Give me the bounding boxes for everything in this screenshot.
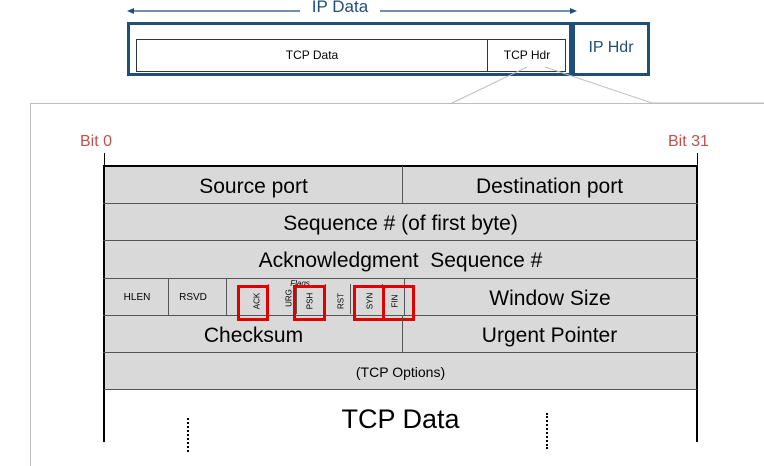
tcp-hdr-divider bbox=[487, 39, 488, 72]
tcp-hdr-label: TCP Hdr bbox=[503, 48, 551, 62]
dotted-line-left bbox=[187, 418, 189, 452]
field-divider bbox=[168, 279, 169, 315]
sequence-number-field: Sequence # (of first byte) bbox=[283, 212, 518, 235]
hlen-field: HLEN bbox=[123, 292, 151, 303]
bit-31-tick bbox=[697, 153, 698, 165]
flag-divider bbox=[296, 284, 297, 314]
ip-data-label: IP Data bbox=[300, 0, 380, 17]
flag-rst: RST bbox=[336, 293, 346, 309]
ack-highlight bbox=[237, 285, 269, 321]
ip-hdr-box bbox=[572, 22, 650, 76]
window-size-field: Window Size bbox=[489, 287, 611, 310]
row-divider bbox=[103, 315, 698, 316]
bit-0-label: Bit 0 bbox=[80, 133, 113, 150]
acknowledgment-field: Acknowledgment Sequence # bbox=[258, 249, 543, 272]
zoom-callout-lines bbox=[451, 66, 764, 104]
psh-highlight bbox=[293, 285, 326, 321]
source-port-field: Source port bbox=[199, 175, 308, 198]
zoom-panel bbox=[30, 103, 764, 466]
mid-divider bbox=[402, 316, 403, 352]
tcp-options-field: (TCP Options) bbox=[355, 364, 446, 380]
destination-port-field: Destination port bbox=[475, 175, 624, 198]
tcp-data-label-small: TCP Data bbox=[285, 48, 339, 62]
ip-data-box bbox=[127, 22, 572, 76]
rsvd-field: RSVD bbox=[179, 292, 207, 303]
tcp-data-left-edge bbox=[103, 390, 105, 442]
field-divider bbox=[226, 279, 227, 315]
syn-highlight bbox=[353, 285, 385, 321]
flag-divider bbox=[350, 284, 351, 314]
mid-divider bbox=[404, 279, 405, 315]
urgent-pointer-field: Urgent Pointer bbox=[481, 324, 618, 347]
fin-highlight bbox=[382, 285, 415, 321]
tcp-data-label: TCP Data bbox=[341, 404, 460, 434]
row-divider bbox=[103, 240, 698, 241]
bit-31-label: Bit 31 bbox=[668, 133, 709, 150]
row-divider bbox=[103, 352, 698, 353]
checksum-field: Checksum bbox=[203, 324, 304, 347]
dotted-line-right bbox=[546, 413, 548, 449]
bit-0-tick bbox=[104, 153, 105, 165]
mid-divider bbox=[402, 166, 403, 203]
tcp-segment-box bbox=[136, 39, 566, 72]
tcp-data-right-edge bbox=[696, 390, 698, 442]
row-divider bbox=[103, 203, 698, 204]
row-divider bbox=[103, 278, 698, 279]
ip-hdr-label: IP Hdr bbox=[588, 39, 634, 56]
flags-title: Flags bbox=[290, 279, 310, 288]
